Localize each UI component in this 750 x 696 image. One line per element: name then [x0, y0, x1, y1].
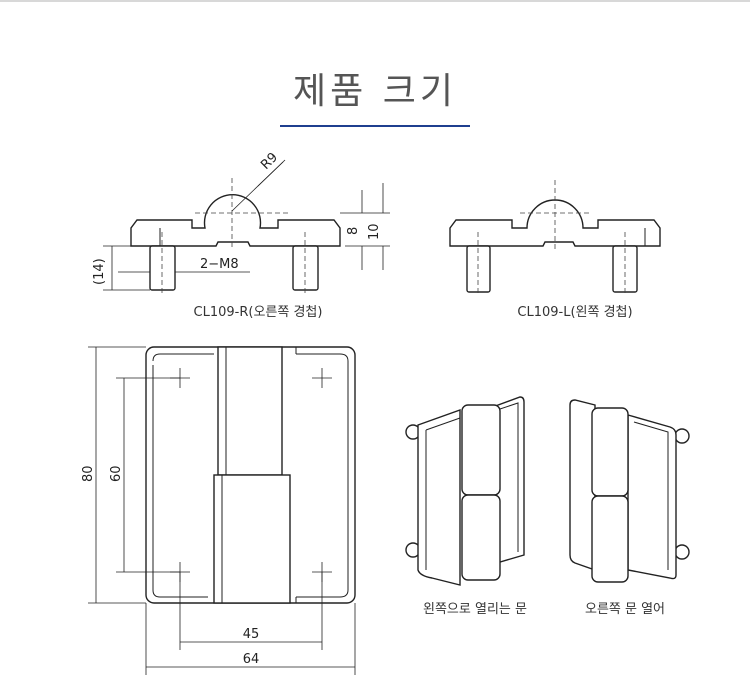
thread-label: 2−M8: [200, 257, 239, 272]
dim-80: 80: [81, 465, 96, 482]
dim-10: 10: [367, 223, 382, 240]
stud-height: (14): [92, 258, 107, 285]
hinge-photo-right-opening: 오른쪽 문 열어: [569, 399, 690, 617]
title-underline: [280, 125, 470, 127]
front-view: 80 60 45 64: [81, 346, 356, 675]
caption-left: CL109-L(왼쪽 경첩): [517, 305, 632, 320]
hinge-photo-left-opening: 왼쪽으로 열리는 문: [405, 396, 527, 617]
dim-64: 64: [243, 652, 260, 667]
radius-label: R9: [258, 150, 281, 173]
page-title: 제품 크기: [293, 71, 457, 112]
dim-60: 60: [109, 465, 124, 482]
top-divider: [0, 0, 750, 2]
top-view-right: R9 8 10 (14) 2−M8 CL109-R(오른쪽 경첩): [92, 150, 390, 320]
top-view-left: CL109-L(왼쪽 경첩): [449, 180, 661, 320]
photo-caption-right: 오른쪽 문 열어: [585, 602, 665, 617]
photo-caption-left: 왼쪽으로 열리는 문: [423, 602, 527, 617]
caption-right: CL109-R(오른쪽 경첩): [194, 305, 323, 320]
dim-8: 8: [346, 227, 361, 235]
dim-45: 45: [243, 627, 260, 642]
